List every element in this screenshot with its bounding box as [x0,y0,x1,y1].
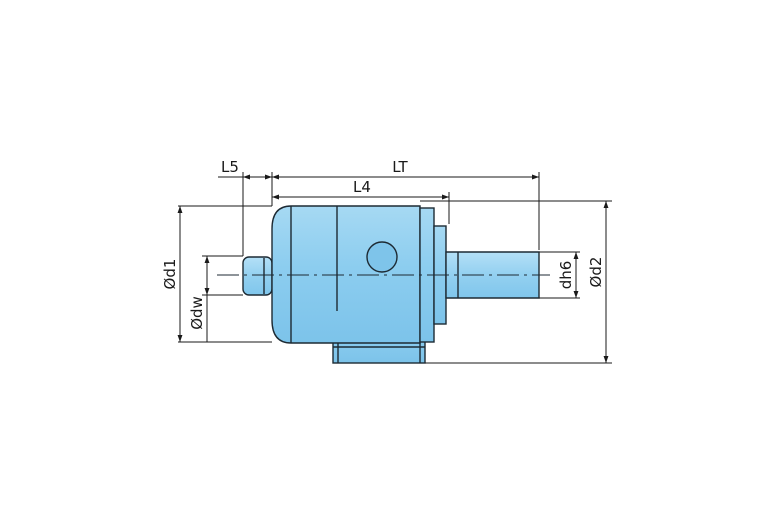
dimension-lines [177,174,609,363]
label-dw: Ødw [188,296,206,330]
label-l4: L4 [353,178,371,196]
label-d2: Ød2 [587,257,605,288]
label-l5: L5 [221,158,239,176]
tip-pin [242,256,273,296]
screw-hole [366,241,398,273]
dimension-labels: L5 LT L4 Ød1 Ødw dh6 Ød2 [161,158,605,330]
main-housing [271,205,421,344]
label-dh6: dh6 [557,261,575,290]
live-center-part [217,205,550,364]
extension-lines [178,172,612,364]
label-lt: LT [392,158,408,176]
label-d1: Ød1 [161,259,179,290]
